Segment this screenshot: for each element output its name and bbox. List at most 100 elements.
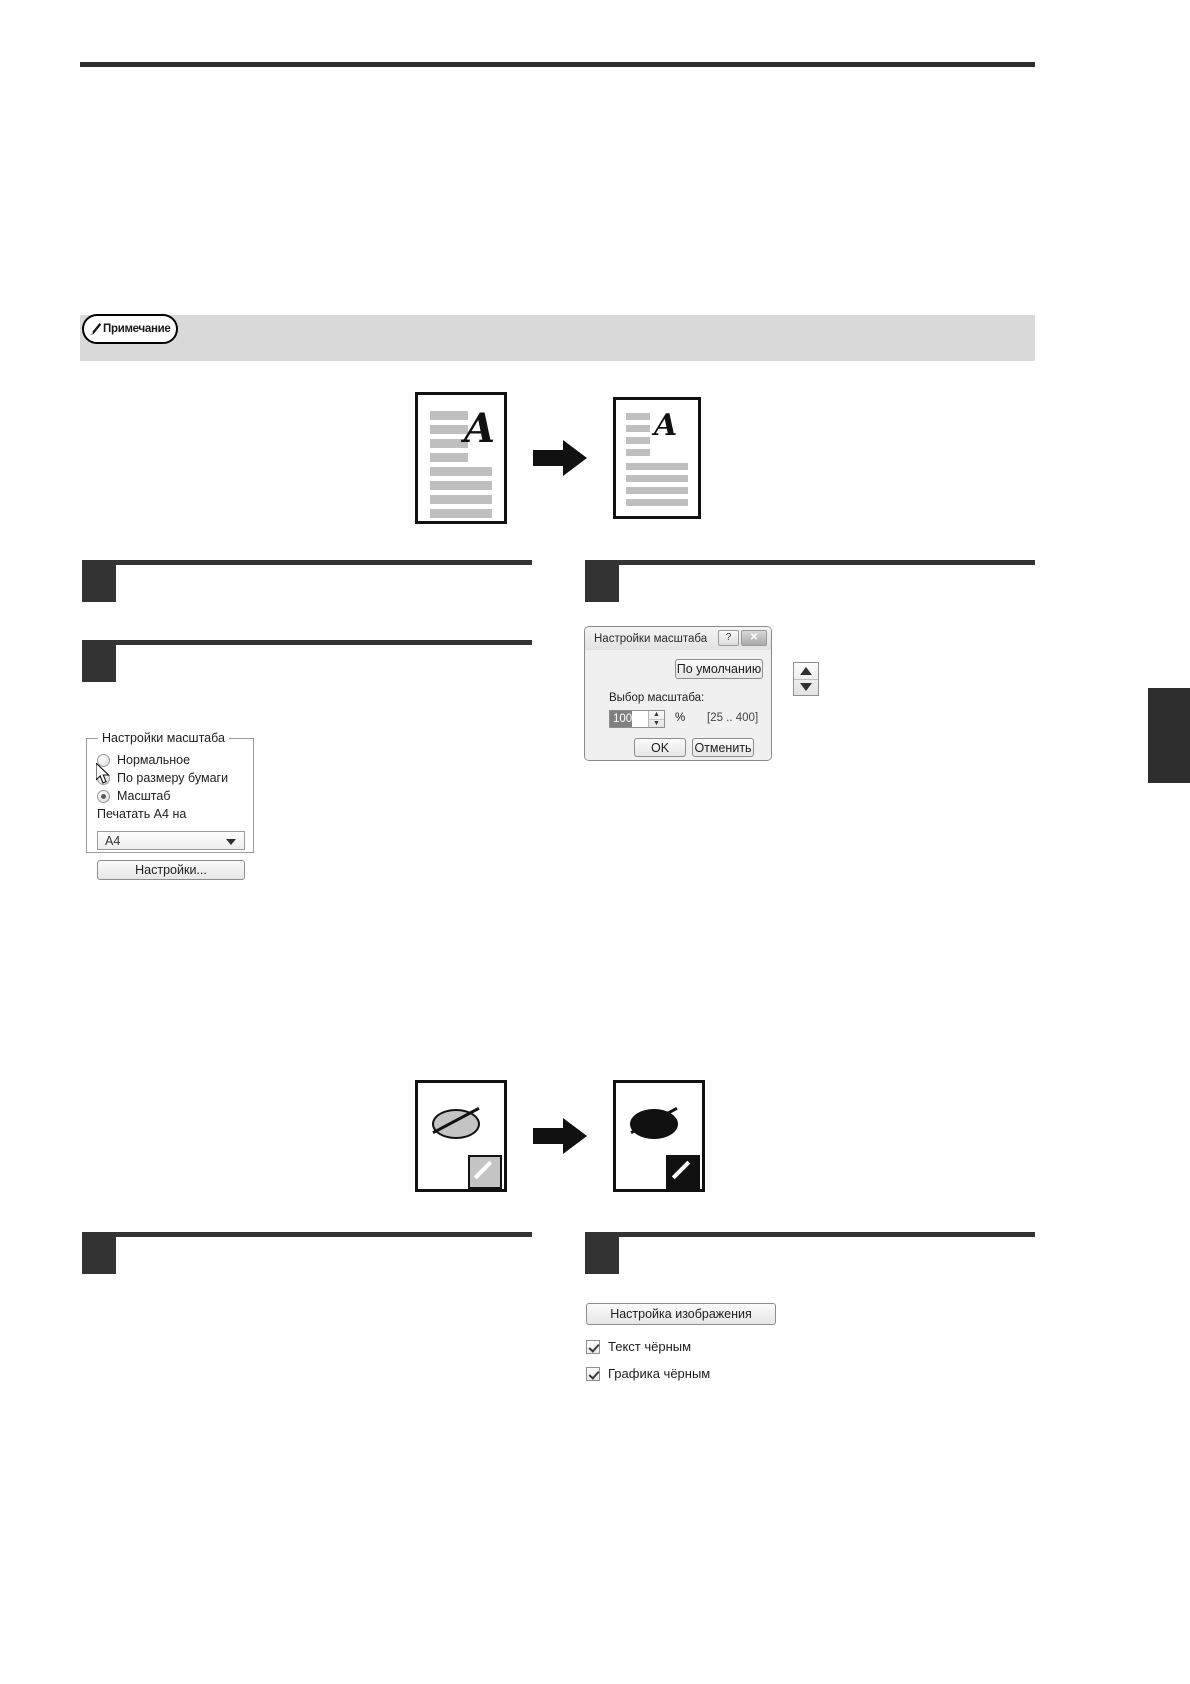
spinner-pad (632, 711, 648, 727)
illustration-after-page: A (613, 397, 701, 519)
text-line (626, 413, 650, 420)
step-number-box (82, 1232, 116, 1274)
step-rule (619, 560, 1035, 565)
step-number-box (82, 560, 116, 602)
step-marker-5 (585, 1232, 1035, 1274)
step-number-box (585, 1232, 619, 1274)
radio-fit-to-paper[interactable]: По размеру бумаги (97, 771, 228, 785)
ok-button-label: OK (650, 740, 670, 755)
text-line (626, 425, 650, 432)
scale-field-label: Выбор масштаба: (609, 692, 705, 704)
text-line (430, 467, 492, 476)
scale-value[interactable]: 100 (610, 711, 633, 727)
step-marker-2 (585, 560, 1035, 602)
letter-a-glyph: A (464, 405, 496, 452)
question-mark-icon[interactable]: ? (718, 630, 739, 646)
illustration-before-graphic (415, 1080, 507, 1192)
text-line (626, 437, 650, 444)
note-label: Примечание (103, 323, 171, 335)
letter-a-glyph: A (654, 408, 678, 443)
step-marker-3 (82, 640, 532, 682)
default-button-label: По умолчанию (676, 662, 762, 676)
step-rule (116, 560, 532, 565)
step-rule (619, 1232, 1035, 1237)
step-number (82, 560, 116, 602)
step-number-box (585, 560, 619, 602)
page-edge-tab (1148, 688, 1190, 783)
square-black (666, 1155, 700, 1189)
radio-label: Нормальное (117, 753, 191, 767)
cancel-button-label: Отменить (694, 740, 752, 755)
ok-button[interactable]: OK (634, 738, 686, 757)
ellipse-black (630, 1109, 678, 1139)
ellipse-gray (432, 1109, 480, 1139)
radio-indicator[interactable] (97, 753, 110, 767)
checkbox-label: Текст чёрным (608, 1339, 692, 1354)
radio-normal[interactable]: Нормальное (97, 753, 190, 767)
default-button[interactable]: По умолчанию (675, 659, 763, 679)
scale-value-spinner[interactable]: 100 ▲ ▼ (609, 710, 665, 728)
text-line (430, 495, 492, 504)
text-line (430, 453, 468, 462)
text-line (430, 481, 492, 490)
right-arrow-icon (533, 440, 587, 476)
pencil-icon (90, 322, 102, 335)
header-rule (80, 62, 1035, 67)
dialog-title: Настройки масштаба (594, 632, 708, 645)
text-line (430, 509, 492, 518)
percent-symbol: % (675, 712, 686, 724)
spinner-arrows[interactable]: ▲ ▼ (648, 711, 664, 727)
text-line (430, 425, 468, 434)
note-badge: Примечание (82, 314, 178, 344)
step-rule (116, 640, 532, 645)
illustration-bottom (415, 1080, 705, 1192)
caret-down-icon[interactable]: ▼ (653, 719, 660, 727)
radio-label: По размеру бумаги (117, 771, 229, 785)
right-arrow-icon (533, 1118, 587, 1154)
dialog-body: По умолчанию Выбор масштаба: 100 ▲ ▼ % [… (585, 650, 771, 760)
spinner-callout[interactable] (793, 662, 819, 696)
dialog-titlebar: Настройки масштаба ? ✕ (585, 627, 771, 650)
chevron-down-icon[interactable] (226, 838, 236, 845)
step-marker-4 (82, 1232, 532, 1274)
square-gray (468, 1155, 502, 1189)
note-band (80, 315, 1035, 361)
text-line (430, 439, 468, 448)
radio-label: Масштаб (117, 789, 171, 803)
range-hint: [25 .. 400] (707, 712, 759, 724)
paper-size-value: A4 (105, 833, 121, 848)
step-number (82, 1232, 116, 1274)
settings-button-label: Настройки... (135, 863, 207, 877)
step-number (82, 640, 116, 682)
illustration-top: A A (415, 392, 701, 524)
text-line (626, 487, 688, 494)
settings-button[interactable]: Настройки... (97, 860, 245, 880)
checkbox-indicator[interactable] (586, 1339, 600, 1354)
text-line (626, 475, 688, 482)
scale-settings-group: Настройки масштаба Нормальное По размеру… (86, 731, 254, 880)
text-line (430, 411, 468, 420)
cancel-button[interactable]: Отменить (692, 738, 754, 757)
step-number-box (82, 640, 116, 682)
radio-indicator[interactable] (97, 789, 110, 803)
scale-settings-dialog: Настройки масштаба ? ✕ По умолчанию Выбо… (584, 626, 772, 761)
illustration-before-page: A (415, 392, 507, 524)
caret-up-icon[interactable]: ▲ (649, 711, 664, 720)
paper-size-combo[interactable]: A4 (97, 831, 245, 850)
illustration-after-graphic (613, 1080, 705, 1192)
print-target-label: Печатать A4 на (97, 807, 187, 821)
close-icon[interactable]: ✕ (741, 630, 767, 646)
image-settings-button-label: Настройка изображения (610, 1307, 752, 1321)
text-line (626, 463, 688, 470)
step-rule (116, 1232, 532, 1237)
checkbox-text-black[interactable]: Текст чёрным (586, 1339, 691, 1354)
text-line (626, 449, 650, 456)
scale-settings-title: Настройки масштаба (98, 731, 229, 745)
checkbox-indicator[interactable] (586, 1366, 600, 1381)
image-settings-button[interactable]: Настройка изображения (586, 1303, 776, 1325)
caret-up-icon[interactable] (794, 663, 818, 680)
radio-scale[interactable]: Масштаб (97, 789, 170, 803)
checkbox-graphics-black[interactable]: Графика чёрным (586, 1366, 710, 1381)
text-line (626, 499, 688, 506)
caret-down-icon[interactable] (794, 680, 818, 696)
